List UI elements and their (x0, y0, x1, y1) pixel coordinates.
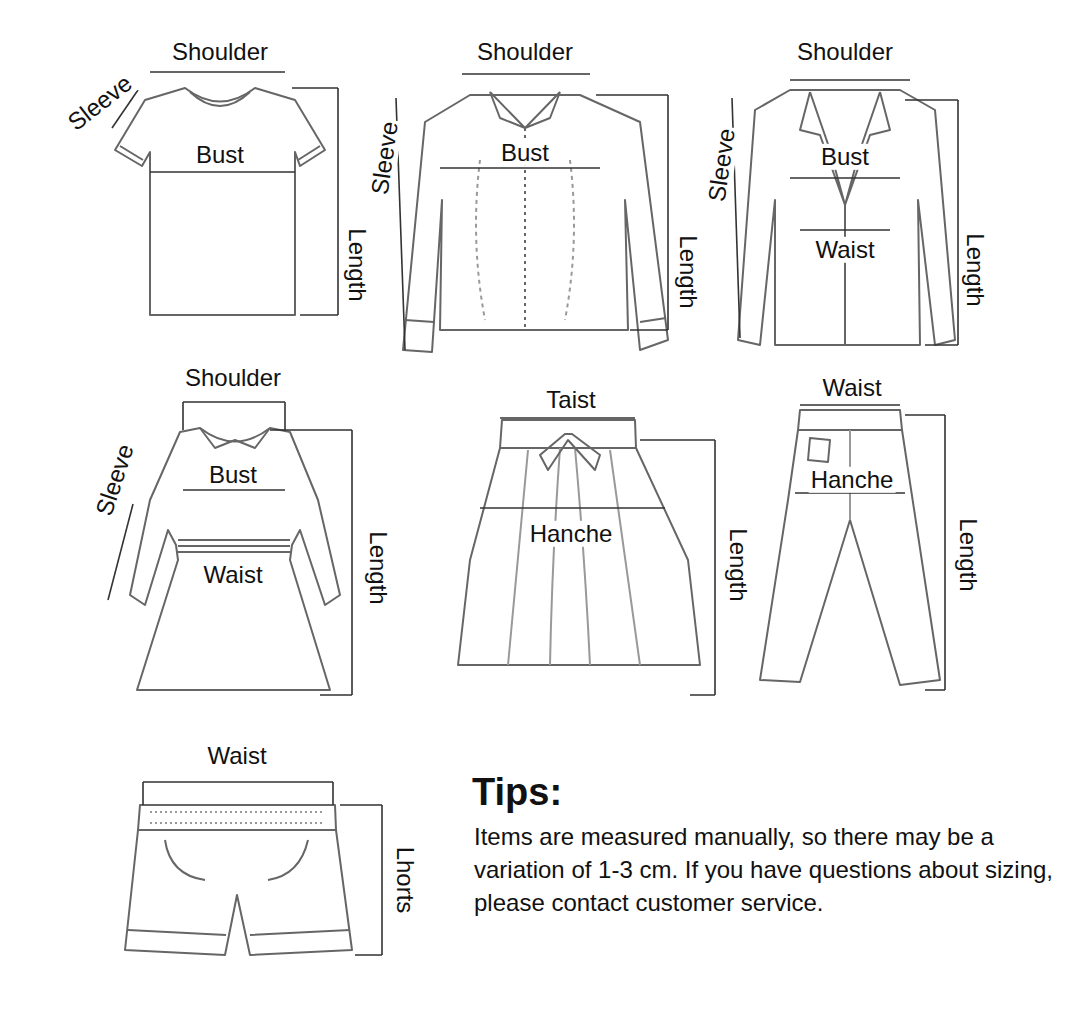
measure-label: Hanche (528, 521, 615, 547)
tips-note: Items are measured manually, so there ma… (474, 820, 1054, 919)
measure-label: Bust (207, 462, 259, 488)
tips-heading: Tips: (472, 772, 562, 814)
measure-label: Shoulder (183, 365, 283, 391)
measure-label: Length (675, 233, 701, 310)
measure-label: Waist (205, 743, 268, 769)
measure-label: Bust (819, 144, 871, 170)
measure-label: Taist (544, 387, 597, 413)
measure-label: Length (962, 231, 988, 308)
measure-label: Sleeve (61, 69, 138, 137)
measure-label: Shoulder (170, 39, 270, 65)
measure-label: Bust (194, 142, 246, 168)
measure-label: Length (955, 516, 981, 593)
measure-label: Length (344, 226, 370, 303)
measure-label: Bust (499, 140, 551, 166)
measure-label: Shoulder (795, 39, 895, 65)
measure-label: Length (365, 529, 391, 606)
measure-label: Length (725, 526, 751, 603)
measure-label: Waist (820, 375, 883, 401)
measure-label: Lhorts (392, 845, 418, 916)
measure-label: Sleeve (367, 118, 404, 198)
measure-label: Hanche (809, 467, 896, 493)
measure-label: Shoulder (475, 39, 575, 65)
measure-label: Waist (813, 237, 876, 263)
measure-label: Waist (201, 562, 264, 588)
